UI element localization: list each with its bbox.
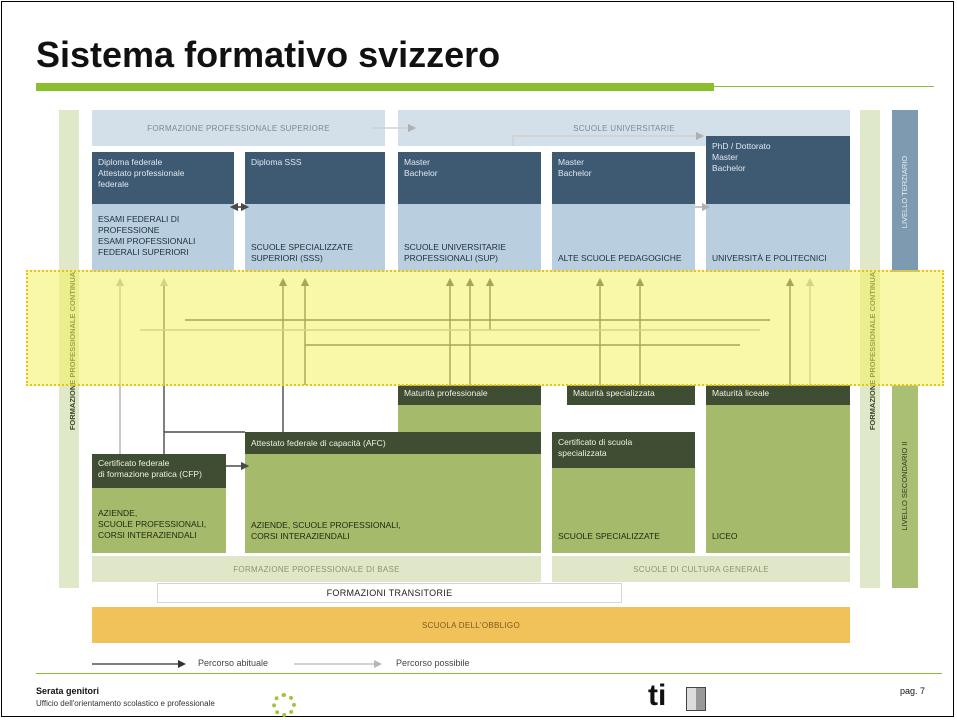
tertiary-top-3: Master Bachelor xyxy=(398,152,541,204)
highlight-overlay xyxy=(26,270,944,386)
ti-logo-text: ti xyxy=(648,679,667,712)
ti-logo: ti xyxy=(646,679,710,715)
tertiary-bottom-4: ALTE SCUOLE PEDAGOGICHE xyxy=(552,204,695,272)
box-afc: Attestato federale di capacità (AFC) xyxy=(245,432,541,454)
page-number: pag. 7 xyxy=(900,686,926,696)
footer-office: Ufficio dell'orientamento scolastico e p… xyxy=(36,699,215,708)
box-aziende-afc: AZIENDE, SCUOLE PROFESSIONALI, CORSI INT… xyxy=(245,454,541,553)
footer-event: Serata genitori xyxy=(36,686,100,696)
box-liceo: LICEO xyxy=(706,405,850,553)
box-certificato-scuola: Certificato di scuola specializzata xyxy=(552,432,695,468)
secondario-column xyxy=(892,385,918,588)
box-maturita-specializzata: Maturità specializzata xyxy=(567,385,695,405)
tertiary-top-5: PhD / Dottorato Master Bachelor xyxy=(706,136,850,204)
tertiary-bottom-2: SCUOLE SPECIALIZZATE SUPERIORI (SSS) xyxy=(245,204,385,272)
title-underline xyxy=(36,83,714,91)
tertiary-top-4: Master Bachelor xyxy=(552,152,695,204)
tertiary-top-2: Diploma SSS xyxy=(245,152,385,204)
band-scuola-obbligo: SCUOLA DELL'OBBLIGO xyxy=(92,607,850,643)
footer-divider xyxy=(36,673,942,674)
ring-logo-icon xyxy=(272,693,296,717)
legend-possibile: Percorso possibile xyxy=(396,658,470,668)
header-formazione-superiore: FORMAZIONE PROFESSIONALE SUPERIORE xyxy=(92,110,385,146)
tertiary-bottom-3: SCUOLE UNIVERSITARIE PROFESSIONALI (SUP) xyxy=(398,204,541,272)
title-underline-thin xyxy=(714,86,934,87)
box-aziende-cfp: AZIENDE, SCUOLE PROFESSIONALI, CORSI INT… xyxy=(92,488,226,553)
box-maturita-liceale: Maturità liceale xyxy=(706,385,850,405)
box-cfp: Certificato federale di formazione prati… xyxy=(92,454,226,488)
box-maturita-professionale-fill xyxy=(398,405,541,432)
terziario-column xyxy=(892,110,918,272)
box-scuole-specializzate: SCUOLE SPECIALIZZATE xyxy=(552,468,695,553)
box-maturita-professionale: Maturità professionale xyxy=(398,385,541,405)
tertiary-bottom-1: ESAMI FEDERALI DI PROFESSIONE ESAMI PROF… xyxy=(92,204,234,272)
legend-abituale: Percorso abituale xyxy=(198,658,269,668)
ticino-shield-icon xyxy=(686,687,706,711)
band-formazione-base: FORMAZIONE PROFESSIONALE DI BASE xyxy=(92,556,541,582)
tertiary-top-1: Diploma federale Attestato professionale… xyxy=(92,152,234,204)
band-formazioni-transitorie: FORMAZIONI TRANSITORIE xyxy=(157,583,622,603)
tertiary-bottom-5: UNIVERSITÀ E POLITECNICI xyxy=(706,204,850,272)
slide-title: Sistema formativo svizzero xyxy=(36,34,501,75)
band-cultura-generale: SCUOLE DI CULTURA GENERALE xyxy=(552,556,850,582)
